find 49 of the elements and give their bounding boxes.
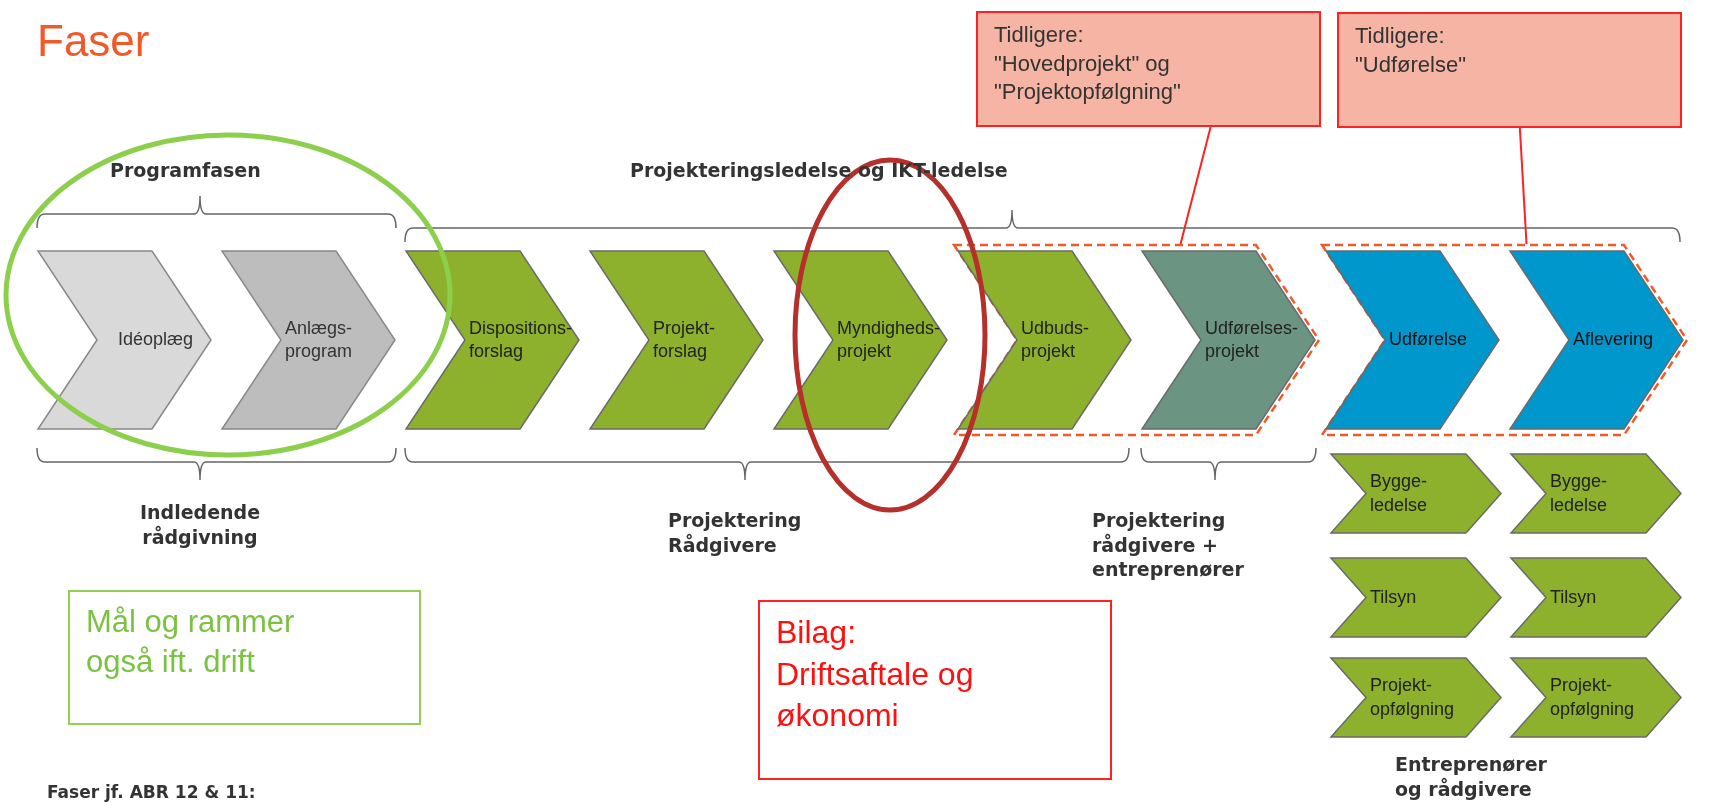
phase-step — [957, 250, 1132, 430]
task-step — [1330, 657, 1502, 738]
callout-box — [976, 11, 1321, 127]
phase-step — [221, 250, 396, 430]
leader-line — [1179, 126, 1212, 245]
title: Faser — [37, 15, 150, 67]
leader-line — [1518, 127, 1528, 245]
phase-label: Udførelse — [1389, 328, 1468, 352]
note-text: Bilag: Driftsaftale og økonomi — [776, 613, 975, 736]
task-step — [1510, 657, 1682, 738]
phase-label: Anlægs- program — [285, 316, 354, 363]
phase-label: Aflevering — [1573, 328, 1654, 352]
phase-label: Bygge- ledelse — [1550, 470, 1609, 517]
callout-text: Tidligere: "Udførelse" — [1355, 22, 1467, 79]
callout-box — [1337, 12, 1682, 128]
phase-step — [1325, 250, 1500, 430]
phase-group-label: Indledende rådgivning — [138, 500, 262, 550]
phase-label: Projekt- opfølgning — [1550, 674, 1636, 721]
task-step — [1510, 453, 1682, 534]
phase-label: Projekt- forslag — [653, 316, 716, 363]
phase-group-label: Entreprenører og rådgivere — [1395, 752, 1548, 802]
phase-step — [37, 250, 212, 430]
note-box — [68, 590, 421, 725]
phase-label: Tilsyn — [1370, 585, 1417, 609]
phase-label: Tilsyn — [1550, 585, 1597, 609]
phase-group-label: Projektering rådgivere + entreprenører — [1092, 508, 1245, 583]
note-text: Mål og rammer også ift. drift — [86, 603, 296, 682]
dashed-outline — [953, 244, 1320, 436]
phase-step — [405, 250, 580, 430]
phase-label: Udførelses- projekt — [1205, 316, 1299, 363]
phase-group-label: Programfasen — [110, 158, 261, 183]
phase-label: Udbuds- projekt — [1021, 316, 1091, 363]
task-step — [1330, 557, 1502, 638]
phase-label: Bygge- ledelse — [1370, 470, 1429, 517]
phase-step — [1141, 250, 1316, 430]
task-step — [1510, 557, 1682, 638]
phase-label: Idéoplæg — [117, 328, 194, 352]
phase-group-label: Faser jf. ABR 12 & 11: — [47, 781, 256, 804]
callout-text: Tidligere: "Hovedprojekt" og "Projektopfølgning" — [994, 21, 1182, 107]
dashed-outline — [1321, 244, 1688, 436]
phase-label: Projekt- opfølgning — [1370, 674, 1456, 721]
note-box — [758, 600, 1112, 780]
phase-step — [589, 250, 764, 430]
phase-group-label: Projektering Rådgivere — [668, 508, 803, 558]
phase-step — [773, 250, 948, 430]
task-step — [1330, 453, 1502, 534]
phase-label: Myndigheds- projekt — [837, 316, 942, 363]
phase-label: Dispositions- forslag — [469, 316, 574, 363]
phase-step — [1509, 250, 1684, 430]
